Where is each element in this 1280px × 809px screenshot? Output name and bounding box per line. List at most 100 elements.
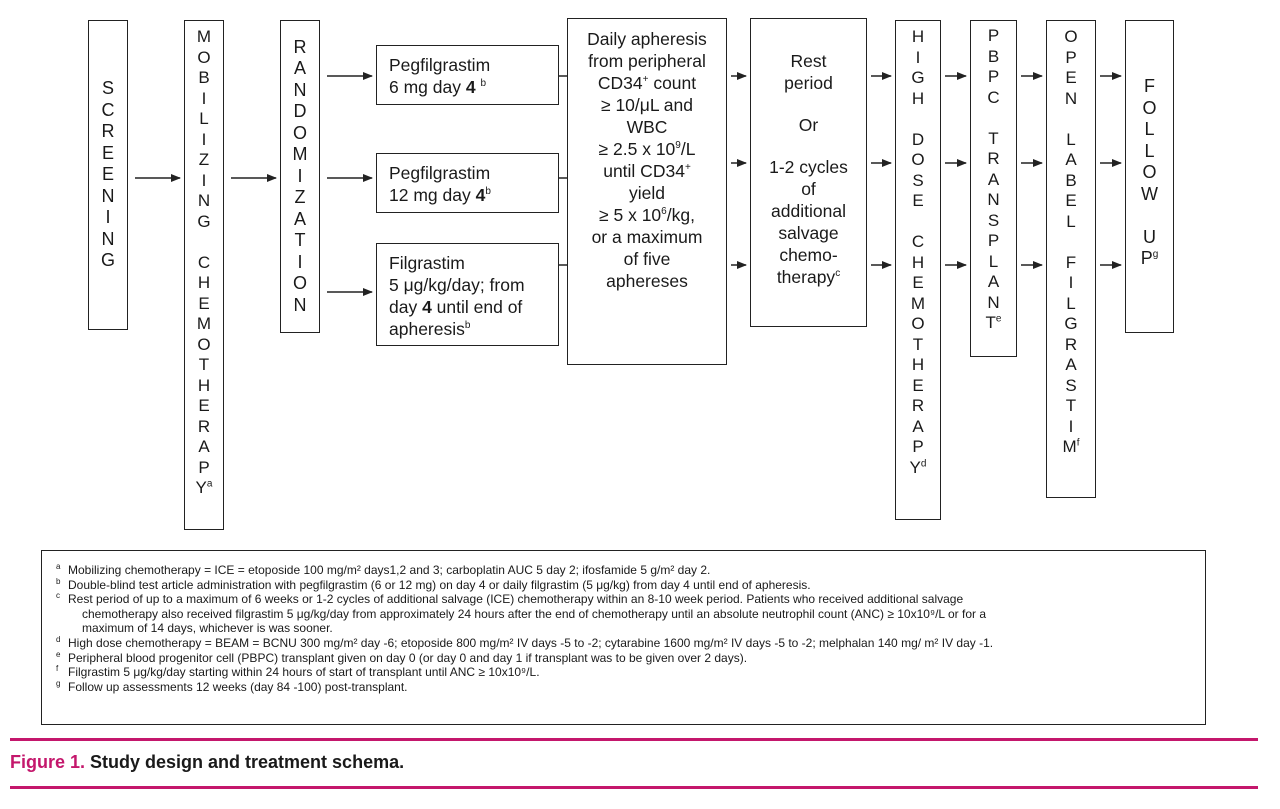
vertical-letter: I [201,88,207,108]
vertical-letter: P [987,67,1000,86]
vertical-letter: I [297,251,303,272]
vertical-letter: D [293,101,307,122]
vertical-letter: A [987,169,1000,189]
arm-filgrastim-box: Filgrastim 5 μg/kg/day; from day 4 until… [376,243,559,346]
rest-line: Rest [790,51,827,71]
vertical-letter: Ya [195,478,213,497]
rest-line: therapyc [776,267,841,287]
vertical-letter: N [101,185,115,206]
vertical-letter: F [1065,252,1077,272]
arm3-line2: 5 μg/kg/day; from [389,275,525,295]
rest-line: salvage [778,223,839,243]
vertical-letter: I [105,207,111,228]
vertical-letter: E [912,273,924,292]
apheresis-line: of five [623,249,671,269]
arm2-line2: 12 mg day 4b [389,185,491,205]
vertical-letter: R [987,149,1000,168]
rest-line: additional [771,201,846,221]
vertical-letter: G [197,211,211,231]
vertical-letter: M [292,144,308,165]
vertical-letter: N [987,292,1000,312]
vertical-letter: A [198,437,210,456]
vertical-letter: I [915,47,921,67]
vertical-letter: R [911,396,925,415]
vertical-letter: N [293,79,307,100]
vertical-letter: A [912,416,924,436]
arm1-line1: Pegfilgrastim [389,55,491,75]
vertical-letter: R [101,121,115,142]
rest-line: 1-2 cycles [769,157,848,177]
vertical-letter: I [201,170,207,190]
apheresis-line: CD34+ count [597,73,697,93]
apheresis-line: aphereses [606,271,688,291]
vertical-letter: H [911,88,925,108]
vertical-letter: P [987,231,1000,250]
vertical-letter: O [292,122,307,143]
caption-rule-top [10,738,1258,741]
vertical-letter: A [293,208,306,229]
vertical-letter: E [1065,68,1077,87]
vertical-letter: S [987,210,1000,230]
vertical-letter: H [911,355,925,374]
apheresis-line: Daily apheresis [587,29,707,49]
vertical-letter: H [197,273,211,292]
vertical-letter: Mf [1062,437,1080,456]
figure-caption: Figure 1. Study design and treatment sch… [10,752,405,772]
vertical-letter: Te [985,313,1002,332]
vertical-letter: L [1066,211,1076,231]
vertical-letter: C [987,87,1000,107]
apheresis-line: ≥ 5 x 106/kg, [599,205,695,225]
vertical-letter: S [912,170,924,190]
vertical-letter: I [297,165,303,186]
vertical-letter: E [912,191,924,210]
vertical-letter: W [1141,183,1158,204]
vertical-letter: I [201,129,207,149]
vertical-letter: C [101,99,115,120]
vertical-letter: O [1142,162,1157,182]
vertical-letter: H [911,27,925,46]
rest-period-box: Rest period Or 1-2 cycles of additional … [750,18,867,327]
apheresis-line: from peripheral [588,51,706,71]
vertical-letter: P [912,437,924,456]
arm-pegfilgrastim-12mg-box: Pegfilgrastim 12 mg day 4b [376,153,559,213]
vertical-letter: I [1068,416,1074,436]
vertical-letter: Z [198,150,210,169]
apheresis-box: Daily apheresis from peripheral CD34+ co… [567,18,727,365]
arm-pegfilgrastim-6mg-box: Pegfilgrastim 6 mg day 4 b [376,45,559,105]
vertical-letter: R [197,416,211,436]
rest-line: Or [798,115,819,135]
vertical-letter: N [197,191,211,210]
arm2-line1: Pegfilgrastim [389,163,491,183]
rest-line: period [784,73,833,93]
vertical-letter: H [911,252,925,272]
vertical-letter: N [293,294,307,315]
vertical-letter: Yd [909,457,927,477]
vertical-letter: A [987,272,1000,291]
vertical-letter: C [911,232,925,251]
vertical-letter: L [988,251,999,271]
vertical-letter: R [1064,334,1078,354]
vertical-letter: H [197,375,211,395]
vertical-letter: E [101,164,114,185]
vertical-letter: T [198,355,210,374]
vertical-letter: M [196,314,212,333]
vertical-letter: L [199,109,209,128]
apheresis-line: ≥ 10/μL and [600,95,694,115]
vertical-letter: G [1064,314,1078,333]
vertical-letter: P [987,26,1000,45]
